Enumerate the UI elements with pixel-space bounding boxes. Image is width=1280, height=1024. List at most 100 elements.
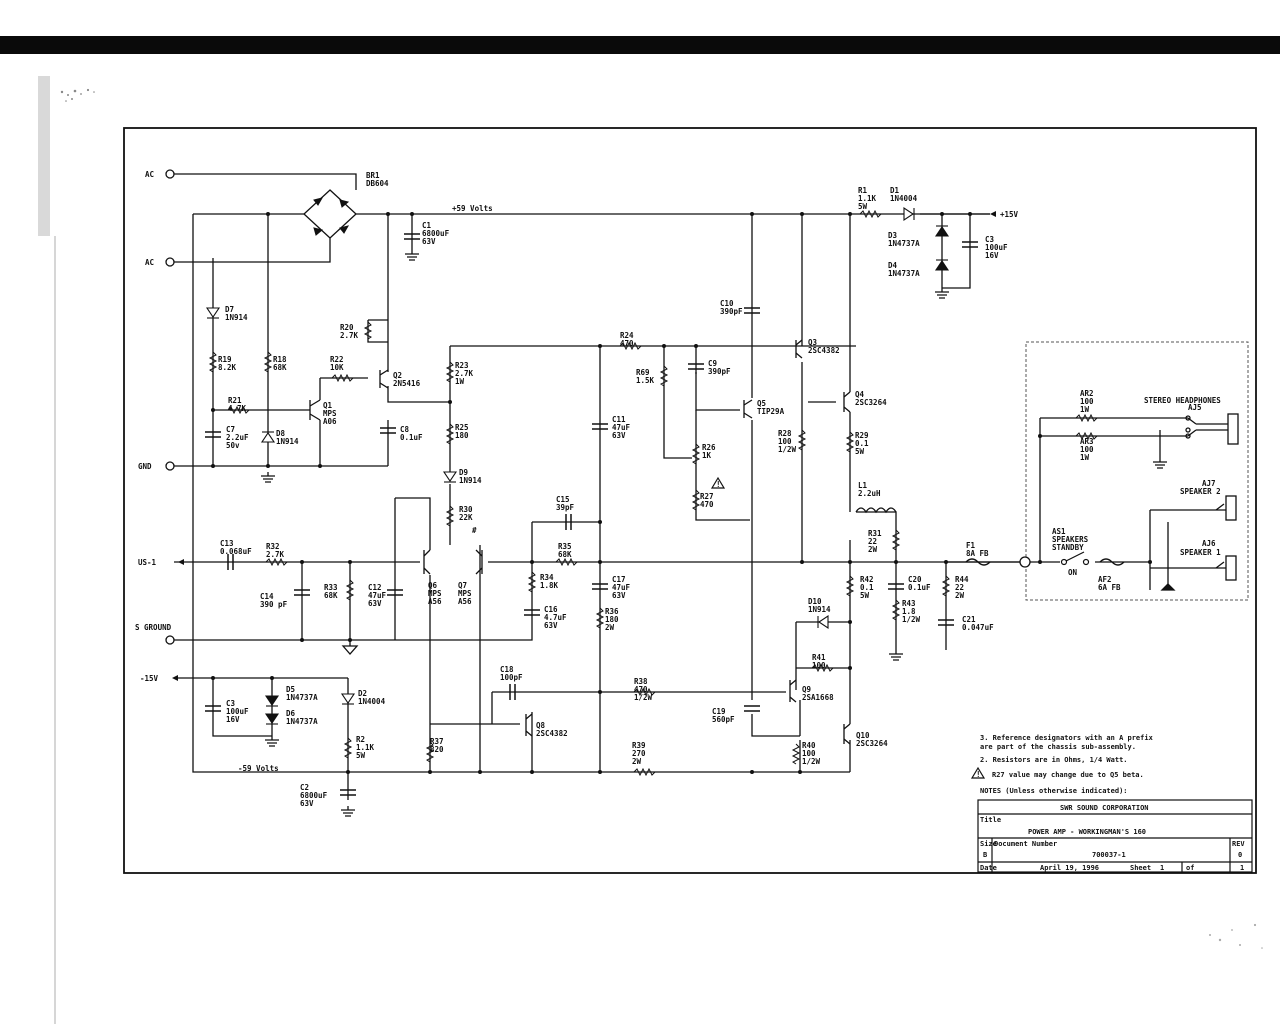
title-block-text: SWR SOUND CORPORATION Title POWER AMP - … <box>980 804 1245 872</box>
part-f1-ref: F1 <box>966 541 976 550</box>
part-r69-ref: R69 <box>636 368 650 377</box>
part-r23-ref: R23 <box>455 361 469 370</box>
part-q3-val: 2SC4382 <box>808 346 840 355</box>
part-c3b-ref: C3 <box>226 699 236 708</box>
part-c2-val: 6800uF <box>300 791 328 800</box>
part-br1-val: DB604 <box>366 179 389 188</box>
rail-neg59: -59 Volts <box>238 764 279 773</box>
chassis-sub-assembly-box <box>1025 341 1249 601</box>
part-c13-val: 0.068uF <box>220 547 252 556</box>
part-r22-val: 10K <box>330 363 344 372</box>
rev-value: 0 <box>1238 851 1242 859</box>
port-ac1: AC <box>145 170 154 179</box>
part-r1-val2: 5W <box>858 202 868 211</box>
part-r29-val2: 5W <box>855 447 865 456</box>
part-br1-ref: BR1 <box>366 171 380 180</box>
part-r25-val: 180 <box>455 431 469 440</box>
part-c9-val: 390pF <box>708 367 731 376</box>
port-pos15: +15V <box>1000 210 1019 219</box>
part-c8-ref: C8 <box>400 425 410 434</box>
ground-symbols <box>261 250 1176 817</box>
of-label: of <box>1186 864 1194 872</box>
part-d9-val: 1N914 <box>459 476 482 485</box>
part-af2-val: 6A FB <box>1098 583 1121 592</box>
part-q9-ref: Q9 <box>802 685 812 694</box>
port-us1: US-1 <box>138 558 157 567</box>
part-d6-val: 1N4737A <box>286 717 318 726</box>
part-l1-ref: L1 <box>858 481 868 490</box>
part-r44-val2: 2W <box>955 591 965 600</box>
part-r24-val: 470 <box>620 339 634 348</box>
transistors <box>309 339 851 745</box>
part-r1-val: 1.1K <box>858 194 877 203</box>
part-d2-val: 1N4004 <box>358 697 386 706</box>
note-warning-mark: ! <box>976 770 981 779</box>
part-r24-ref: R24 <box>620 331 634 340</box>
part-c15-ref: C15 <box>556 495 570 504</box>
part-r32-val: 2.7K <box>266 550 285 559</box>
rail-pos59: +59 Volts <box>452 204 493 213</box>
part-c2-ref: C2 <box>300 783 309 792</box>
part-d4-val: 1N4737A <box>888 269 920 278</box>
fuse-af2 <box>1099 558 1125 566</box>
aj5-title: STEREO HEADPHONES <box>1144 396 1221 405</box>
part-c17-val: 47uF <box>612 583 631 592</box>
part-r23-val: 2.7K <box>455 369 474 378</box>
part-c3a-val: 100uF <box>985 243 1008 252</box>
note-1: R27 value may change due to Q5 beta. <box>992 771 1144 779</box>
part-c7-val: 2.2uF <box>226 433 249 442</box>
part-r32-ref: R32 <box>266 542 280 551</box>
part-r18-val: 68K <box>273 363 287 372</box>
part-c12-val: 47uF <box>368 591 387 600</box>
part-r36-ref: R36 <box>605 607 619 616</box>
part-c7-val2: 50v <box>226 441 240 450</box>
part-r25-ref: R25 <box>455 423 469 432</box>
part-r28-ref: R28 <box>778 429 792 438</box>
part-c3b-val2: 16V <box>226 715 240 724</box>
part-q3-ref: Q3 <box>808 338 818 347</box>
part-r42-ref: R42 <box>860 575 874 584</box>
part-d8-val: 1N914 <box>276 437 299 446</box>
part-ar3-val2: 1W <box>1080 453 1090 462</box>
part-r27-ref: R27 <box>700 492 714 501</box>
scan-edge-shadow <box>38 76 50 236</box>
part-r44-val: 22 <box>955 583 964 592</box>
part-r41-val: 100 <box>812 661 826 670</box>
part-r19-ref: R19 <box>218 355 232 364</box>
part-r26-ref: R26 <box>702 443 716 452</box>
junction-dots <box>211 212 1152 774</box>
part-c12-ref: C12 <box>368 583 382 592</box>
note-3b: are part of the chassis sub-assembly. <box>980 743 1136 751</box>
part-ar2-val: 100 <box>1080 397 1094 406</box>
part-r27-val: 470 <box>700 500 714 509</box>
arrow-pos15 <box>990 211 996 217</box>
capacitors <box>205 233 978 796</box>
part-r34-ref: R34 <box>540 573 554 582</box>
part-r40-val: 100 <box>802 749 816 758</box>
part-c17-ref: C17 <box>612 575 626 584</box>
size-value: B <box>983 851 987 859</box>
part-c21-ref: C21 <box>962 615 976 624</box>
docnum-value: 700037-1 <box>1092 851 1126 859</box>
part-r31-ref: R31 <box>868 529 882 538</box>
part-r21-val: 4.7K <box>228 404 247 413</box>
date-value: April 19, 1996 <box>1040 864 1099 872</box>
part-c11-val: 47uF <box>612 423 631 432</box>
inductor-l1 <box>855 507 897 514</box>
part-d7-ref: D7 <box>225 305 234 314</box>
part-q4-val: 2SC3264 <box>855 398 887 407</box>
hash-mark: # <box>472 526 477 535</box>
part-c10-val: 390pF <box>720 307 743 316</box>
part-as1-ref: AS1 <box>1052 527 1066 536</box>
size-label: Size <box>980 840 997 848</box>
part-c9-ref: C9 <box>708 359 718 368</box>
part-r37-val: 820 <box>430 745 444 754</box>
part-r2-val: 1.1K <box>356 743 375 752</box>
part-d2-ref: D2 <box>358 689 367 698</box>
part-q7-val: MPS <box>458 589 472 598</box>
part-af2-ref: AF2 <box>1098 575 1112 584</box>
part-c11-val2: 63V <box>612 431 626 440</box>
part-q1-val: MPS <box>323 409 337 418</box>
part-c11-ref: C11 <box>612 415 626 424</box>
part-c3a-val2: 16V <box>985 251 999 260</box>
